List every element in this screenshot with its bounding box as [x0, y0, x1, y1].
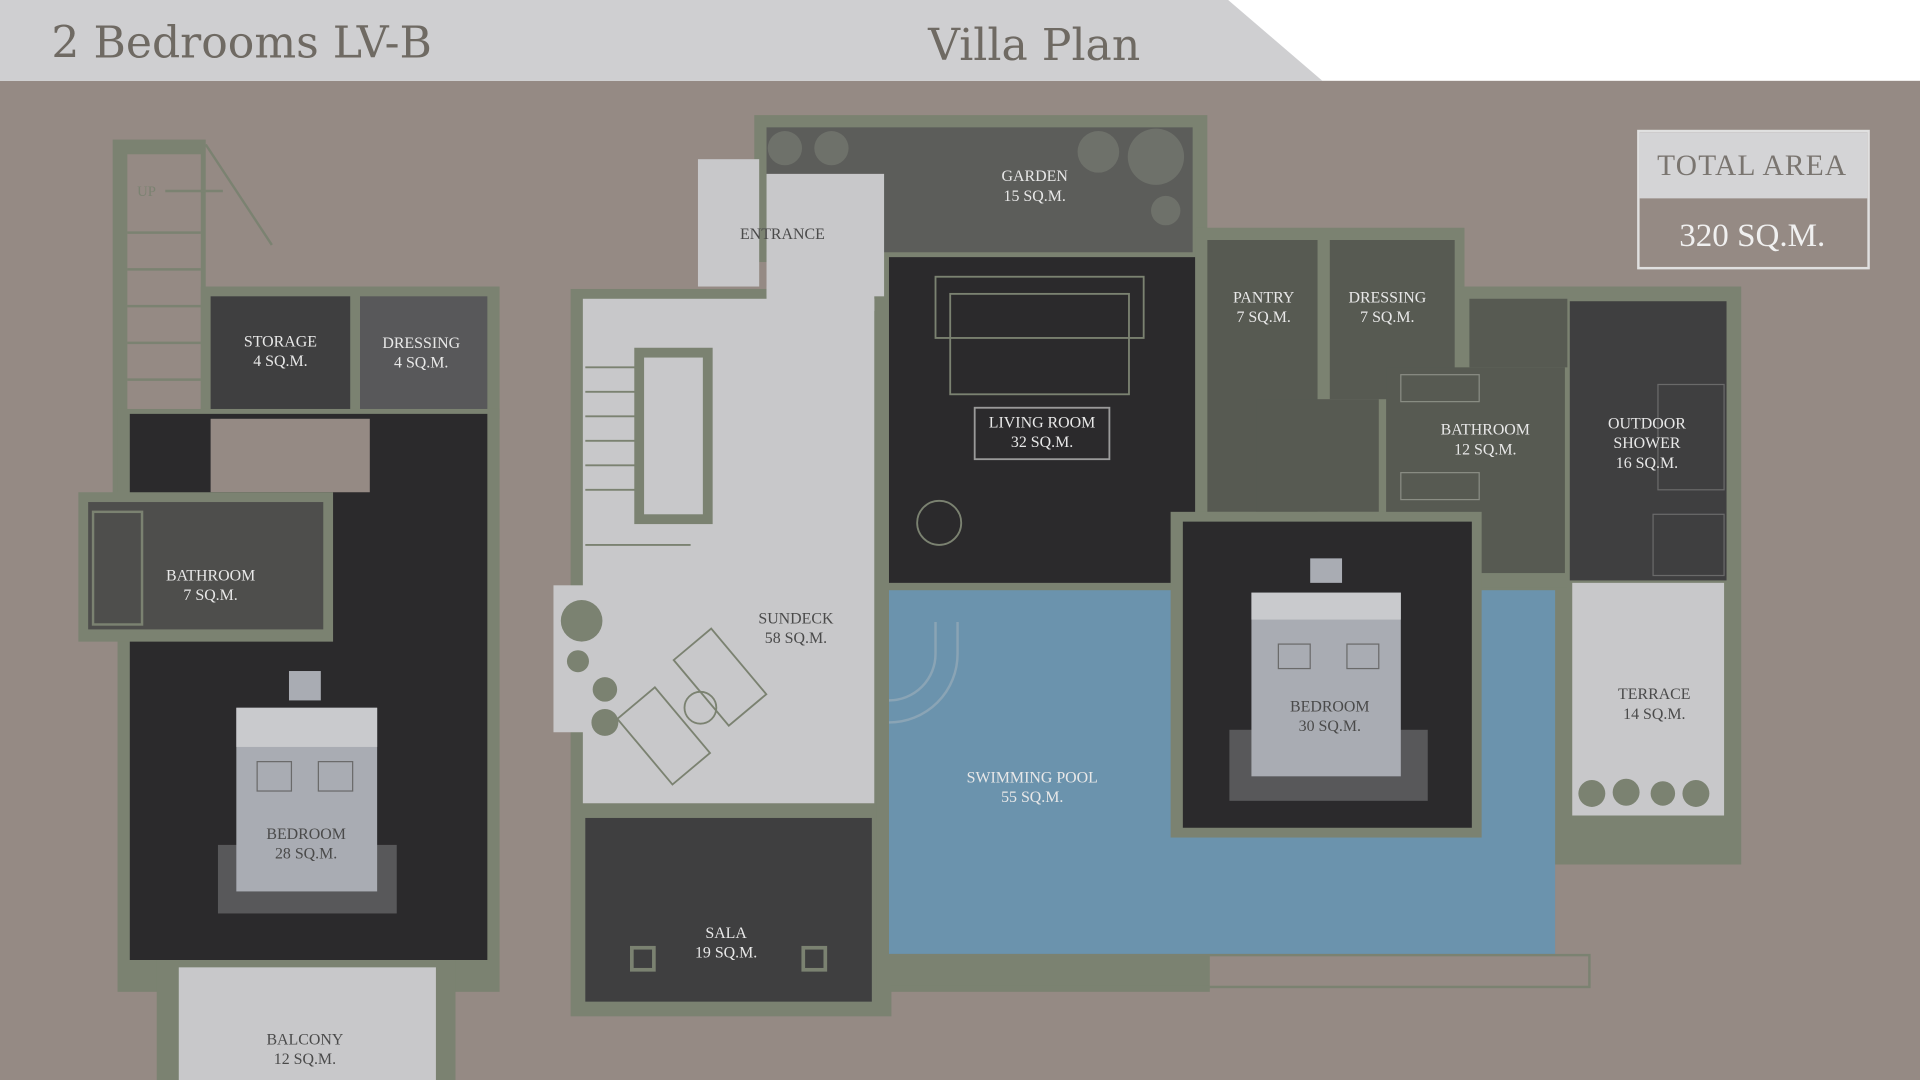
- bathroom-left-name: BATHROOM: [166, 567, 255, 584]
- bathroom-right-name: BATHROOM: [1441, 422, 1530, 439]
- main-wing: GARDEN 15 SQ.M. ENTRANCE SUNDECK 58 SQ.M…: [553, 115, 1742, 1017]
- bedroom-left-name: BEDROOM: [266, 826, 346, 843]
- bedroom-right-area: 30 SQ.M.: [1299, 718, 1361, 735]
- pantry-name: PANTRY: [1233, 289, 1295, 306]
- plan-title: Villa Plan: [927, 20, 1140, 71]
- living-room-area: 32 SQ.M.: [1011, 434, 1073, 451]
- room-dressing-left: [360, 296, 488, 409]
- storage-area: 4 SQ.M.: [253, 353, 307, 370]
- room-sala: [585, 817, 872, 1002]
- swimming-pool-area: 55 SQ.M.: [1001, 789, 1063, 806]
- sala-name: SALA: [705, 925, 747, 942]
- room-terrace: [1572, 582, 1725, 816]
- balcony-area: 12 SQ.M.: [274, 1051, 336, 1068]
- stairs-up-label: UP: [137, 184, 156, 200]
- bedroom-left-area: 28 SQ.M.: [275, 845, 337, 862]
- left-wing: UP STORAGE 4 SQ.M. DRESSING 4 SQ.M. BATH…: [78, 139, 500, 1080]
- outdoor-shower-area: 16 SQ.M.: [1616, 455, 1678, 472]
- header-banner: 2 Bedrooms LV-B Villa Plan: [0, 0, 1920, 81]
- dressing-right-area: 7 SQ.M.: [1360, 309, 1414, 326]
- swimming-pool-name: SWIMMING POOL: [967, 769, 1098, 786]
- sala-area: 19 SQ.M.: [695, 945, 757, 962]
- terrace-area: 14 SQ.M.: [1623, 706, 1685, 723]
- room-entrance: [766, 173, 885, 297]
- room-storage: [210, 296, 351, 409]
- sundeck-name: SUNDECK: [758, 610, 834, 627]
- outdoor-shower-name-2: SHOWER: [1613, 435, 1681, 452]
- bathroom-right-area: 12 SQ.M.: [1454, 441, 1516, 458]
- pantry-area: 7 SQ.M.: [1236, 309, 1290, 326]
- total-area-value: 320 SQ.M.: [1679, 218, 1825, 254]
- outdoor-shower-name-1: OUTDOOR: [1608, 416, 1686, 433]
- room-outdoor-shower: [1569, 301, 1727, 581]
- balcony-name: BALCONY: [266, 1031, 343, 1048]
- garden-name: GARDEN: [1002, 168, 1069, 185]
- storage-name: STORAGE: [244, 334, 317, 351]
- total-area-label: TOTAL AREA: [1657, 150, 1847, 182]
- terrace-name: TERRACE: [1618, 686, 1690, 703]
- room-sundeck: [582, 298, 875, 804]
- room-balcony: [178, 967, 436, 1080]
- dressing-right-name: DRESSING: [1348, 289, 1426, 306]
- bathroom-left-area: 7 SQ.M.: [183, 587, 237, 604]
- dressing-left-area: 4 SQ.M.: [394, 354, 448, 371]
- bedroom-right-name: BEDROOM: [1290, 698, 1370, 715]
- room-bathroom-left: [88, 502, 324, 630]
- unit-title: 2 Bedrooms LV-B: [51, 18, 431, 69]
- sundeck-area: 58 SQ.M.: [765, 630, 827, 647]
- total-area-box: TOTAL AREA 320 SQ.M.: [1637, 129, 1870, 270]
- entrance-name: ENTRANCE: [740, 226, 825, 243]
- garden-area: 15 SQ.M.: [1004, 188, 1066, 205]
- living-room-name: LIVING ROOM: [989, 414, 1095, 431]
- dressing-left-name: DRESSING: [382, 335, 460, 352]
